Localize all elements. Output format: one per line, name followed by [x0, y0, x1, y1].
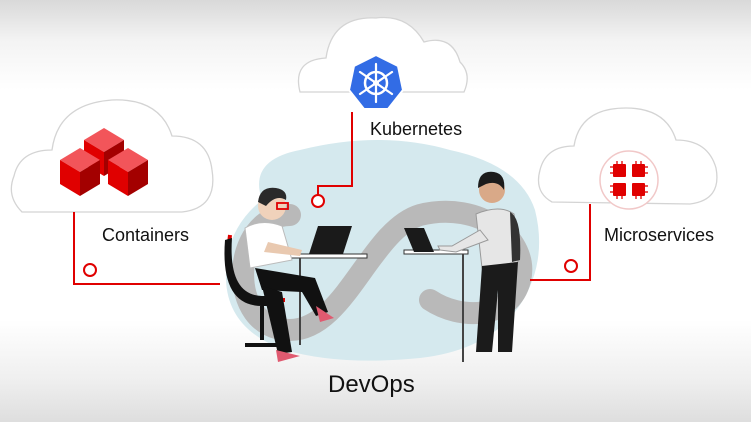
connector-node-microservices	[564, 259, 578, 273]
devops-label: DevOps	[328, 371, 415, 398]
sitting-developer-illustration	[224, 187, 368, 362]
containers-label: Containers	[102, 225, 190, 245]
connector-containers	[73, 212, 220, 285]
connector-node-kubernetes	[311, 194, 325, 208]
connector-kubernetes	[317, 112, 353, 196]
connector-lines	[73, 112, 591, 285]
microservices-chips-icon	[599, 150, 659, 210]
kubernetes-helm-icon	[347, 53, 405, 110]
microservices-label: Microservices	[604, 225, 715, 245]
container-cubes-icon	[60, 128, 148, 196]
standing-developer-illustration	[403, 171, 521, 362]
kubernetes-label: Kubernetes	[370, 119, 463, 139]
connector-microservices	[530, 204, 591, 281]
cloud-kubernetes	[297, 16, 468, 93]
connector-nodes	[83, 194, 578, 277]
connector-node-containers	[83, 263, 97, 277]
